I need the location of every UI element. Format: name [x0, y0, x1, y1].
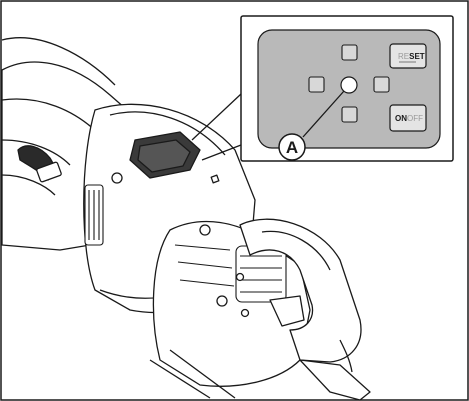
- down-button: [341, 106, 358, 123]
- label-a-text: A: [286, 138, 298, 157]
- left-button: [308, 76, 325, 93]
- onoff-button: [389, 104, 427, 132]
- front-grille: [235, 245, 287, 303]
- svg-text:RESET: RESET: [398, 52, 425, 61]
- reset-dim-text: RE: [398, 52, 409, 61]
- reset-bold-text: SET: [409, 52, 425, 61]
- onoff-bold-text: ON: [395, 114, 407, 123]
- label-a-circle: [278, 133, 306, 161]
- onoff-dim-text: OFF: [407, 114, 423, 123]
- tool-body: [1, 37, 371, 401]
- up-button: [341, 44, 358, 61]
- vent-slots: [84, 184, 104, 246]
- blade: [299, 359, 371, 401]
- callout: RESET ONOFF A: [191, 15, 454, 162]
- d-handle: [239, 218, 362, 363]
- svg-text:ONOFF: ONOFF: [395, 114, 423, 123]
- center-indicator-circle: [340, 76, 358, 94]
- trigger: [269, 295, 305, 327]
- right-button: [373, 76, 390, 93]
